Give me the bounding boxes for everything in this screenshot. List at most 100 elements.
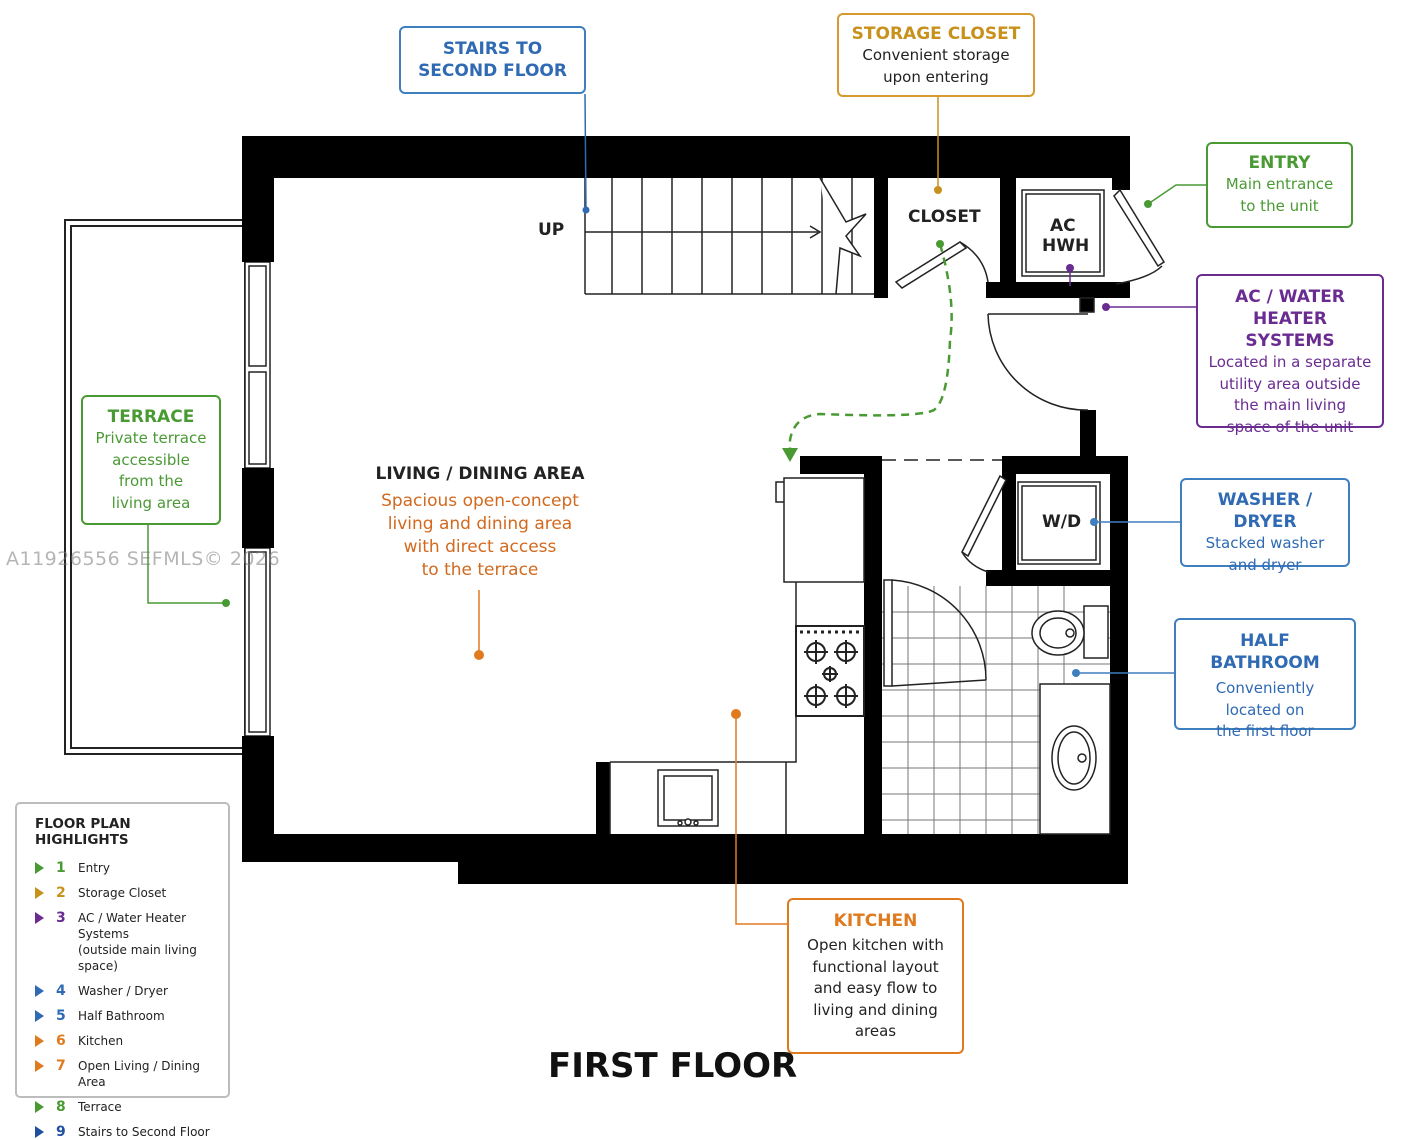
walls xyxy=(242,136,1130,884)
entry-door xyxy=(1113,188,1166,285)
watermark: A11926556 SEFMLS© 2026 xyxy=(6,548,281,570)
callout-terrace-line: from the xyxy=(118,472,184,490)
callout-bath-line: the first floor xyxy=(1216,722,1314,740)
legend-item: 6 Kitchen xyxy=(35,1033,218,1049)
legend-label-text: AC / Water Heater Systems xyxy=(78,911,187,941)
closet-door xyxy=(894,241,989,289)
living-title: LIVING / DINING AREA xyxy=(375,464,585,484)
callout-entry-title: ENTRY xyxy=(1248,153,1311,173)
hwh-label: HWH xyxy=(1042,236,1090,256)
legend-label-subtext: (outside main living space) xyxy=(78,943,197,973)
callout-bath-line: Conveniently xyxy=(1215,679,1315,697)
legend-marker-icon xyxy=(35,985,44,997)
callout-entry-line: Main entrance xyxy=(1225,175,1334,193)
legend-label-text: Kitchen xyxy=(78,1034,124,1048)
legend-label: AC / Water Heater Systems(outside main l… xyxy=(78,910,218,974)
legend-number: 3 xyxy=(56,910,66,926)
floor-title: FIRST FLOOR xyxy=(548,1046,798,1086)
callout-ac-title: SYSTEMS xyxy=(1245,331,1335,351)
legend-number: 8 xyxy=(56,1099,66,1115)
callout-terrace-line: Private terrace xyxy=(95,429,207,447)
callout-ac-line: utility area outside xyxy=(1219,374,1361,393)
legend-label: Terrace xyxy=(78,1099,122,1115)
legend-marker-icon xyxy=(35,1010,44,1022)
legend-marker-icon xyxy=(35,1126,44,1138)
closet-label: CLOSET xyxy=(908,207,981,227)
stairs xyxy=(584,177,874,295)
ac-label: AC xyxy=(1050,216,1076,236)
legend-marker-icon xyxy=(35,1101,44,1113)
leader-lines xyxy=(147,93,1206,925)
callout-storage-title: STORAGE CLOSET xyxy=(851,24,1021,44)
legend-label-text: Stairs to Second Floor xyxy=(78,1125,210,1139)
legend-marker-icon xyxy=(35,862,44,874)
callout-ac-line: the main living xyxy=(1233,396,1347,414)
callout-washer-line: and dryer xyxy=(1228,555,1302,574)
callout-kitchen-title: KITCHEN xyxy=(833,911,918,931)
legend-item: 4 Washer / Dryer xyxy=(35,983,218,999)
callout-ac-line: space of the unit xyxy=(1226,417,1354,436)
callout-storage: STORAGE CLOSET Convenient storage upon e… xyxy=(837,13,1035,97)
legend-label-text: Terrace xyxy=(78,1100,122,1114)
callout-terrace-title: TERRACE xyxy=(107,407,195,427)
living-line: living and dining area xyxy=(387,514,573,534)
callout-kitchen-line: living and dining xyxy=(813,1000,938,1019)
legend-label: Open Living / Dining Area xyxy=(78,1058,218,1090)
legend-label-text: Half Bathroom xyxy=(78,1009,165,1023)
callout-ac-title: AC / WATER HEATER xyxy=(1235,287,1345,329)
cooktop xyxy=(795,625,865,717)
legend-marker-icon xyxy=(35,1035,44,1047)
terrace-sliding-door xyxy=(244,261,271,737)
legend-number: 1 xyxy=(56,860,66,876)
legend-number: 6 xyxy=(56,1033,66,1049)
utility-door xyxy=(987,297,1095,411)
stairs-up-label: UP xyxy=(538,220,565,240)
living-line: Spacious open-concept xyxy=(381,491,579,511)
legend-label: Washer / Dryer xyxy=(78,983,168,999)
legend-number: 5 xyxy=(56,1008,66,1024)
callout-kitchen-line: Open kitchen with xyxy=(807,936,944,954)
legend-title: FLOOR PLAN HIGHLIGHTS xyxy=(35,816,131,848)
callout-kitchen-line: areas xyxy=(854,1022,897,1040)
legend-item: 3 AC / Water Heater Systems(outside main … xyxy=(35,910,218,974)
living-line: to the terrace xyxy=(421,560,539,580)
callout-ac: AC / WATER HEATER SYSTEMS Located in a s… xyxy=(1196,274,1384,436)
legend-item: 7 Open Living / Dining Area xyxy=(35,1058,218,1090)
living-line: with direct access xyxy=(403,537,557,557)
legend-label: Half Bathroom xyxy=(78,1008,165,1024)
wd-label: W/D xyxy=(1042,512,1082,532)
legend-item: 9 Stairs to Second Floor xyxy=(35,1124,218,1140)
legend-label-text: Open Living / Dining Area xyxy=(78,1059,200,1089)
legend-number: 7 xyxy=(56,1058,66,1074)
legend-item: 1 Entry xyxy=(35,860,218,876)
legend-label-text: Entry xyxy=(78,861,110,875)
legend-label: Storage Closet xyxy=(78,885,166,901)
callout-washer-line: Stacked washer xyxy=(1205,534,1325,552)
legend-label-text: Washer / Dryer xyxy=(78,984,168,998)
legend-label-text: Storage Closet xyxy=(78,886,167,900)
callout-ac-line: Located in a separate xyxy=(1208,353,1372,371)
callout-washer-title: WASHER / DRYER xyxy=(1217,490,1313,532)
callout-kitchen-line: and easy flow to xyxy=(813,979,938,997)
legend-number: 9 xyxy=(56,1124,66,1140)
legend-label: Kitchen xyxy=(78,1033,123,1049)
living-dining-label: LIVING / DINING AREA Spacious open-conce… xyxy=(358,462,602,582)
ac-hwh-unit xyxy=(1021,189,1105,277)
callout-entry: ENTRY Main entrance to the unit xyxy=(1206,142,1353,228)
legend-item: 5 Half Bathroom xyxy=(35,1008,218,1024)
legend-marker-icon xyxy=(35,1060,44,1072)
legend-marker-icon xyxy=(35,887,44,899)
callout-entry-line: to the unit xyxy=(1240,196,1319,215)
callout-terrace-line: accessible xyxy=(112,450,190,469)
kitchen-counters xyxy=(609,477,865,834)
callout-storage-line: Convenient storage xyxy=(862,46,1010,64)
callout-bath-line: located on xyxy=(1225,700,1305,719)
legend-number: 4 xyxy=(56,983,66,999)
legend-label: Stairs to Second Floor xyxy=(78,1124,210,1140)
callout-terrace-line: living area xyxy=(111,493,191,512)
callout-kitchen-line: functional layout xyxy=(812,957,939,976)
